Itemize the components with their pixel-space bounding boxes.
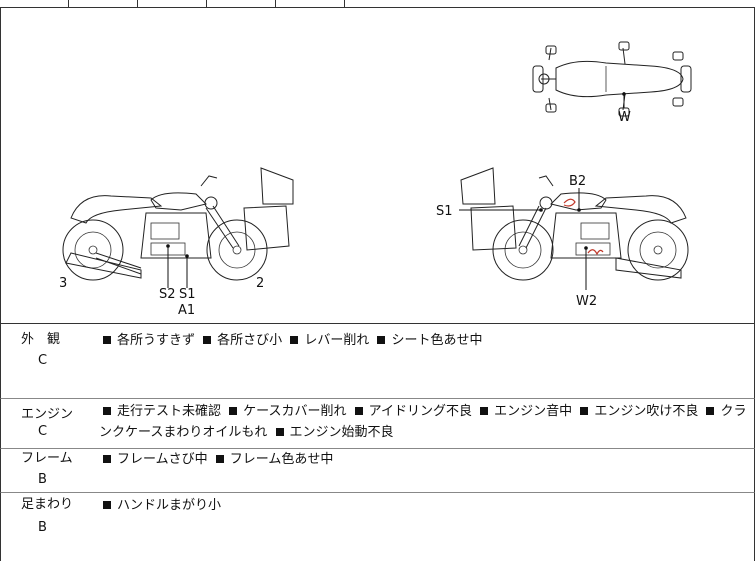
condition-item: エンジン音中 xyxy=(494,404,573,419)
condition-item: エンジン始動不良 xyxy=(289,425,394,440)
label-2: 2 xyxy=(256,276,264,291)
condition-item: シート色あせ中 xyxy=(391,333,483,348)
section-items: ハンドルまがり小 xyxy=(99,495,749,516)
damage-mark-w2 xyxy=(587,249,604,256)
header-table-edge xyxy=(0,0,755,8)
motorcycle-diagram-svg: W xyxy=(59,41,692,318)
section-items: 走行テスト未確認 ケースカバー削れ アイドリング不良 エンジン音中 エンジン吹け… xyxy=(99,401,749,443)
section-items: フレームさび中 フレーム色あせ中 xyxy=(99,449,749,470)
condition-item: アイドリング不良 xyxy=(368,404,473,419)
label-s1-left: S1 xyxy=(179,287,196,302)
table-divider xyxy=(68,0,69,8)
condition-item: エンジン吹け不良 xyxy=(594,404,699,419)
section-grade: B xyxy=(38,472,47,487)
label-b2: B2 xyxy=(569,174,586,189)
section-name: フレーム xyxy=(21,451,73,466)
table-divider xyxy=(344,0,345,8)
condition-item: 各所うすきず xyxy=(117,333,196,348)
section-name: エンジン xyxy=(21,407,74,422)
section-items: 各所うすきず 各所さび小 レバー削れ シート色あせ中 xyxy=(99,330,749,351)
label-3: 3 xyxy=(59,276,67,291)
condition-item: ハンドルまがり小 xyxy=(117,498,222,513)
motorcycle-left-view xyxy=(62,167,294,288)
condition-item: 走行テスト未確認 xyxy=(117,404,222,419)
section-grade: B xyxy=(38,520,47,535)
section-suspension: 足まわり B ハンドルまがり小 xyxy=(0,493,755,561)
section-name: 外 観 xyxy=(21,332,61,347)
section-grade: C xyxy=(38,424,48,439)
section-frame: フレーム B フレームさび中 フレーム色あせ中 xyxy=(0,449,755,493)
motorcycle-right-view xyxy=(459,167,689,290)
label-w: W xyxy=(618,110,631,125)
label-s1-right: S1 xyxy=(436,204,453,219)
section-engine: エンジン C 走行テスト未確認 ケースカバー削れ アイドリング不良 エンジン音中… xyxy=(0,399,755,449)
motorcycle-top-view xyxy=(532,41,692,117)
table-divider xyxy=(137,0,138,8)
condition-item: 各所さび小 xyxy=(217,333,283,348)
damage-mark-b2 xyxy=(563,198,576,207)
damage-diagram: W xyxy=(0,8,755,324)
label-a1: A1 xyxy=(178,303,195,318)
section-exterior: 外 観 C 各所うすきず 各所さび小 レバー削れ シート色あせ中 xyxy=(0,324,755,399)
label-s2: S2 xyxy=(159,287,176,302)
table-divider xyxy=(275,0,276,8)
condition-item: ケースカバー削れ xyxy=(243,404,347,419)
table-divider xyxy=(206,0,207,8)
section-grade: C xyxy=(38,353,48,368)
condition-item: フレーム色あせ中 xyxy=(229,452,334,467)
section-name: 足まわり xyxy=(21,497,74,512)
condition-item: クランクケースまわりオイルもれ xyxy=(99,404,747,440)
condition-item: レバー削れ xyxy=(304,333,370,348)
condition-item: フレームさび中 xyxy=(117,452,208,467)
label-w2: W2 xyxy=(576,294,597,309)
